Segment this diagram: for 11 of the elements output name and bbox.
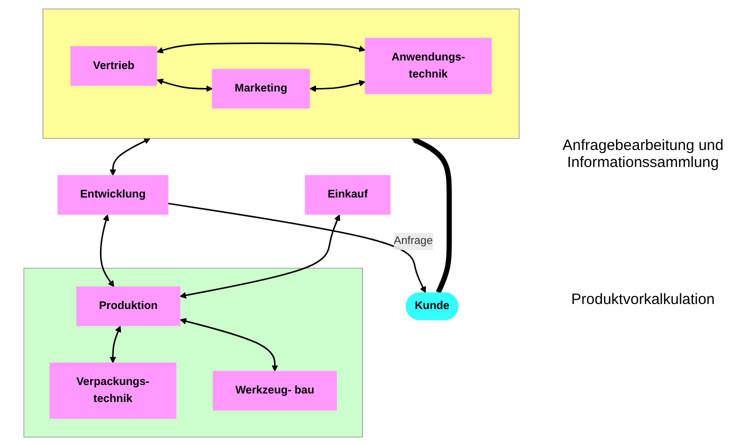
- process-box: Werkzeug- bau: [212, 370, 337, 410]
- process-box: Marketing: [212, 68, 310, 108]
- process-box: Entwicklung: [57, 174, 168, 214]
- process-box: Verpackungs- technik: [49, 362, 176, 418]
- process-box: Vertrieb: [70, 46, 158, 86]
- process-box: Einkauf: [304, 174, 390, 214]
- side-note: Produktvorkalkulation: [570, 291, 716, 308]
- process-box: Anwendungs- technik: [364, 37, 492, 94]
- edge-label: Anfrage: [394, 232, 433, 250]
- process-box: Produktion: [76, 286, 180, 326]
- side-note: Anfragebearbeitung und Informationssammlung: [562, 137, 724, 171]
